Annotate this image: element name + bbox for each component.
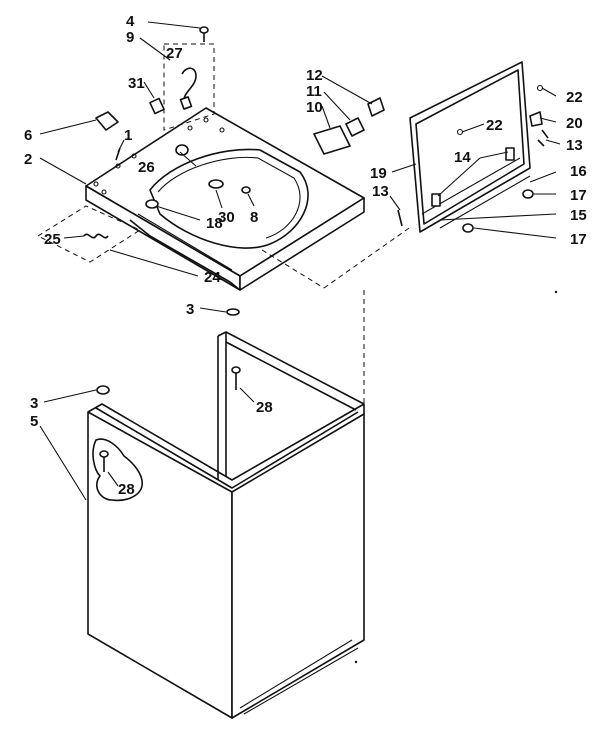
callout-12: 12 [306, 67, 323, 84]
callout-3-top: 3 [186, 301, 194, 318]
callout-31: 31 [128, 75, 145, 92]
callout-9: 9 [126, 29, 134, 46]
callout-28-cabinet: 28 [256, 399, 273, 416]
callout-2: 2 [24, 151, 32, 168]
callout-1: 1 [124, 127, 132, 144]
callout-17-upper: 17 [570, 187, 587, 204]
callout-18: 18 [206, 215, 223, 232]
callout-16: 16 [570, 163, 587, 180]
callout-15: 15 [570, 207, 587, 224]
leader-lines [39, 21, 561, 501]
callout-28-cutaway: 28 [118, 481, 135, 498]
callout-25: 25 [44, 231, 61, 248]
callout-30: 30 [218, 209, 235, 226]
callout-22-top: 22 [566, 89, 583, 106]
callout-labels: 4 9 27 31 6 1 2 26 30 8 18 25 24 12 11 1… [24, 13, 587, 498]
callout-3-side: 3 [30, 395, 38, 412]
callout-6: 6 [24, 127, 32, 144]
callout-10: 10 [306, 99, 323, 116]
callout-5: 5 [30, 413, 38, 430]
callout-22-inner: 22 [486, 117, 503, 134]
callout-4: 4 [126, 13, 135, 30]
callout-17-lower: 17 [570, 231, 587, 248]
dashed-groupings [36, 43, 413, 404]
callout-19: 19 [370, 165, 387, 182]
callout-13-left: 13 [372, 183, 389, 200]
callout-8: 8 [250, 209, 258, 226]
lid [409, 61, 531, 233]
callout-14: 14 [454, 149, 471, 166]
top-panel [85, 107, 365, 291]
callout-11: 11 [306, 83, 322, 100]
small-parts [83, 26, 549, 472]
callout-24: 24 [204, 269, 221, 286]
callout-13-right: 13 [566, 137, 583, 154]
callout-26: 26 [138, 159, 155, 176]
callout-20: 20 [566, 115, 583, 132]
cabinet [87, 331, 365, 719]
callout-27: 27 [166, 45, 183, 62]
